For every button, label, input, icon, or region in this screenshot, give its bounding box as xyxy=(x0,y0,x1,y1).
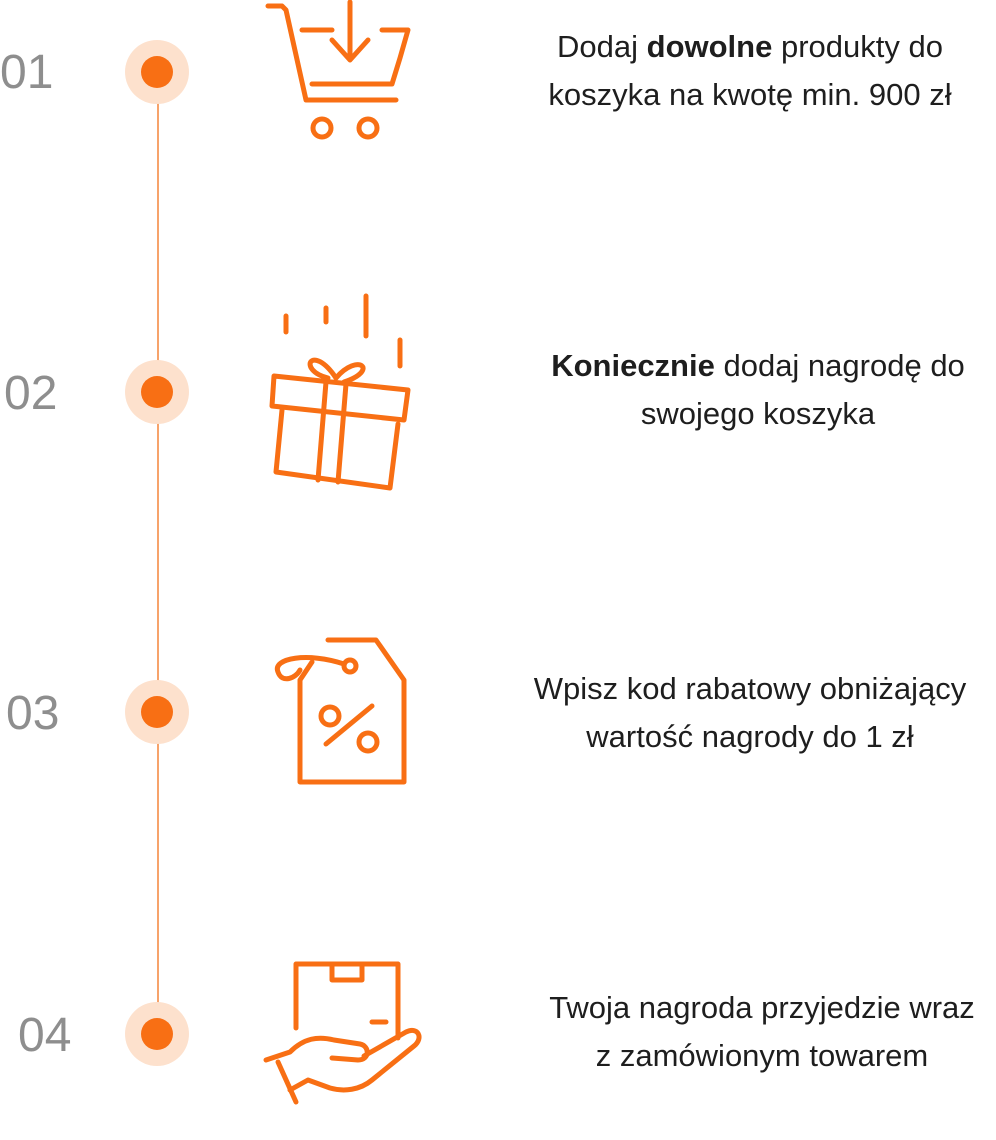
step-1: 01 Dodaj dowolne produkty do koszyka na … xyxy=(0,0,996,200)
step-2: 02 Koniecznie dodaj nagrodę do swojego k… xyxy=(0,290,996,492)
step-description: Twoja nagroda przyjedzie wraz z zamówion… xyxy=(512,984,996,1080)
discount-tag-icon xyxy=(268,632,418,797)
timeline-dot-core xyxy=(141,1018,173,1050)
text-bold: Koniecznie xyxy=(551,348,715,383)
step-number: 01 xyxy=(0,46,54,99)
timeline-dot xyxy=(125,360,189,424)
cart-download-icon xyxy=(260,0,420,150)
step-number: 03 xyxy=(6,687,60,740)
text-prefix: Wpisz kod rabatowy obniżający xyxy=(533,671,967,706)
gift-icon xyxy=(262,292,422,492)
timeline-dot-core xyxy=(141,376,173,408)
step-description-line-2: z zamówionym towarem xyxy=(595,1038,929,1073)
step-description-line-1: Dodaj dowolne produkty do xyxy=(500,23,996,71)
timeline-dot xyxy=(125,40,189,104)
step-description: Dodaj dowolne produkty do koszyka na kwo… xyxy=(500,23,996,119)
step-description-line-1: Koniecznie dodaj nagrodę do xyxy=(508,342,996,390)
timeline-dot-core xyxy=(141,696,173,728)
step-description-line-2: swojego koszyka xyxy=(640,396,876,431)
timeline-dot xyxy=(125,1002,189,1066)
step-4: 04 Twoja nagroda przyjedzie wraz z zamów… xyxy=(0,940,996,1140)
text-suffix: produkty do xyxy=(772,29,943,64)
step-description-line-2: koszyka na kwotę min. 900 zł xyxy=(548,77,952,112)
text-suffix: dodaj nagrodę do xyxy=(714,348,965,383)
step-number: 04 xyxy=(18,1009,72,1062)
text-prefix: Dodaj xyxy=(557,29,647,64)
step-description: Wpisz kod rabatowy obniżający wartość na… xyxy=(500,665,996,761)
timeline-dot xyxy=(125,680,189,744)
step-description-line-1: Wpisz kod rabatowy obniżający xyxy=(500,665,996,713)
step-3: 03 Wpisz kod rabatowy obniżający wartość… xyxy=(0,620,996,820)
timeline-dot-core xyxy=(141,56,173,88)
text-prefix: Twoja nagroda przyjedzie wraz xyxy=(549,990,975,1025)
step-description-line-1: Twoja nagroda przyjedzie wraz xyxy=(512,984,996,1032)
text-bold: dowolne xyxy=(646,29,773,64)
step-number: 02 xyxy=(4,367,58,420)
package-hand-icon xyxy=(260,956,425,1116)
step-description-line-2: wartość nagrody do 1 zł xyxy=(586,719,914,754)
step-description: Koniecznie dodaj nagrodę do swojego kosz… xyxy=(508,342,996,438)
timeline-line xyxy=(157,72,159,1034)
